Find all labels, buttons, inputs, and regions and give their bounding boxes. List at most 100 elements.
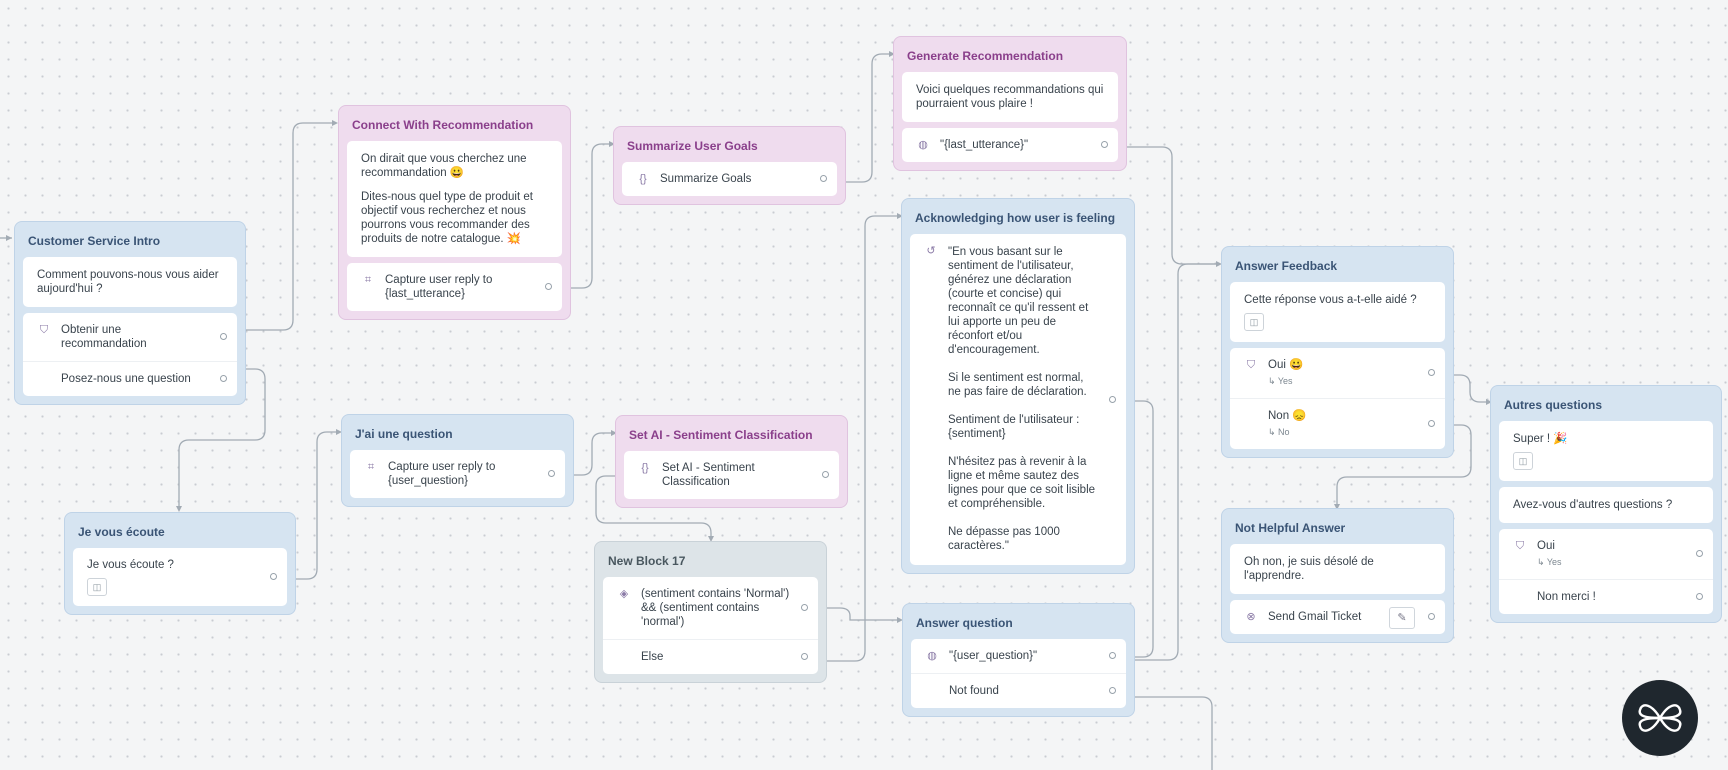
globe-icon: ◍ xyxy=(918,139,928,151)
output-port[interactable] xyxy=(1428,420,1435,427)
message-text: Comment pouvons-nous vous aider aujourd'… xyxy=(37,269,219,295)
block-acknowledging-feeling[interactable]: Acknowledging how user is feeling ↺ "En … xyxy=(901,198,1135,574)
block-generate-recommendation[interactable]: Generate Recommendation Voici quelques r… xyxy=(893,36,1127,171)
prompt-paragraph: N'hésitez pas à revenir à la ligne et mê… xyxy=(948,456,1096,510)
ai-prompt-step[interactable]: ↺ "En vous basant sur le sentiment de l'… xyxy=(910,234,1126,565)
block-new-block-17[interactable]: New Block 17 ◈ (sentiment contains 'Norm… xyxy=(594,541,827,683)
action-label: Send Gmail Ticket xyxy=(1268,611,1362,623)
output-port[interactable] xyxy=(1109,395,1116,403)
choice-ask-question[interactable]: Posez-nous une question xyxy=(23,361,237,396)
output-port[interactable] xyxy=(220,333,227,340)
message-card: Je vous écoute ? ◫ xyxy=(73,548,287,606)
media-icon[interactable]: ◫ xyxy=(1513,452,1533,470)
else-path[interactable]: Else xyxy=(603,639,818,674)
message-text: Cette réponse vous a-t-elle aidé ? xyxy=(1244,294,1417,306)
prompt-text: "En vous basant sur le sentiment de l'ut… xyxy=(948,245,1098,553)
block-title: Set AI - Sentiment Classification xyxy=(629,428,813,442)
output-port[interactable] xyxy=(1101,141,1108,148)
output-port[interactable] xyxy=(1109,687,1116,694)
choice-yes[interactable]: ⛉ Oui 😀 ↳ Yes xyxy=(1230,348,1445,398)
block-title: Customer Service Intro xyxy=(28,234,161,248)
block-set-ai-sentiment[interactable]: Set AI - Sentiment Classification {} Set… xyxy=(615,415,848,508)
capture-icon: ⌗ xyxy=(367,461,375,473)
app-logo-icon xyxy=(1638,704,1682,732)
output-step[interactable]: ◍ "{user_question}" xyxy=(911,639,1126,673)
block-not-helpful-answer[interactable]: Not Helpful Answer Oh non, je suis désol… xyxy=(1221,508,1454,643)
not-found-label: Not found xyxy=(949,685,999,697)
choice-intent: ↳ No xyxy=(1268,427,1290,437)
block-title: Not Helpful Answer xyxy=(1235,521,1346,535)
not-found-path[interactable]: Not found xyxy=(911,673,1126,708)
message-text: Voici quelques recommandations qui pourr… xyxy=(916,84,1104,110)
block-jai-une-question[interactable]: J'ai une question ⌗ Capture user reply t… xyxy=(341,414,574,507)
condition-step[interactable]: ◈ (sentiment contains 'Normal') && (sent… xyxy=(603,577,818,639)
choice-label: Non 😞 xyxy=(1268,410,1307,422)
output-port[interactable] xyxy=(822,471,829,478)
settings-icon[interactable] xyxy=(1428,613,1435,620)
output-port[interactable] xyxy=(820,175,827,182)
block-title: Answer question xyxy=(916,616,1013,630)
output-port[interactable] xyxy=(801,604,808,611)
output-step[interactable]: ◍ "{last_utterance}" xyxy=(902,128,1118,162)
media-icon[interactable]: ◫ xyxy=(1244,313,1264,331)
block-autres-questions[interactable]: Autres questions Super ! 🎉 ◫ Avez-vous d… xyxy=(1490,385,1722,623)
output-port[interactable] xyxy=(1696,550,1703,557)
output-port[interactable] xyxy=(801,653,808,660)
block-customer-service-intro[interactable]: Customer Service Intro Comment pouvons-n… xyxy=(14,221,246,405)
output-port[interactable] xyxy=(545,283,552,290)
prompt-paragraph: Ne dépasse pas 1000 caractères." xyxy=(948,526,1060,552)
choice-icon: ⛉ xyxy=(1246,359,1256,371)
message-text: Avez-vous d'autres questions ? xyxy=(1513,499,1673,511)
block-je-vous-ecoute[interactable]: Je vous écoute Je vous écoute ? ◫ xyxy=(64,512,296,615)
block-answer-feedback[interactable]: Answer Feedback Cette réponse vous a-t-e… xyxy=(1221,246,1454,458)
globe-icon: ◍ xyxy=(927,650,937,662)
step-label: Set AI - Sentiment Classification xyxy=(662,462,755,488)
choice-no-thanks[interactable]: Non merci ! xyxy=(1499,579,1713,614)
output-label: "{user_question}" xyxy=(949,650,1038,662)
block-connect-with-recommendation[interactable]: Connect With Recommendation On dirait qu… xyxy=(338,105,571,320)
summarize-step[interactable]: {} Summarize Goals xyxy=(622,162,837,196)
prompt-paragraph: Si le sentiment est normal, ne pas faire… xyxy=(948,372,1087,398)
prompt-paragraph: "En vous basant sur le sentiment de l'ut… xyxy=(948,246,1089,356)
choice-icon: ⛉ xyxy=(1515,540,1525,552)
block-answer-question[interactable]: Answer question ◍ "{user_question}" Not … xyxy=(902,603,1135,717)
block-title: Acknowledging how user is feeling xyxy=(915,211,1116,225)
message-card: Super ! 🎉 ◫ xyxy=(1499,421,1713,481)
message-text: Oh non, je suis désolé de l'apprendre. xyxy=(1244,556,1374,582)
choice-label: Obtenir une recommandation xyxy=(61,324,147,350)
message-card: Cette réponse vous a-t-elle aidé ? ◫ xyxy=(1230,282,1445,342)
edit-icon[interactable]: ✎ xyxy=(1389,607,1415,629)
output-label: "{last_utterance}" xyxy=(940,139,1029,151)
else-label: Else xyxy=(641,651,664,663)
choice-yes[interactable]: ⛉ Oui ↳ Yes xyxy=(1499,529,1713,579)
block-title: Autres questions xyxy=(1504,398,1603,412)
choice-intent: ↳ Yes xyxy=(1537,557,1562,567)
output-port[interactable] xyxy=(270,573,277,580)
media-icon[interactable]: ◫ xyxy=(87,578,107,596)
choice-no[interactable]: Non 😞 ↳ No xyxy=(1230,398,1445,449)
output-port[interactable] xyxy=(1696,593,1703,600)
output-port[interactable] xyxy=(548,470,555,477)
variable-icon: {} xyxy=(639,173,647,185)
block-summarize-user-goals[interactable]: Summarize User Goals {} Summarize Goals xyxy=(613,126,846,205)
choice-get-recommendation[interactable]: ⛉ Obtenir une recommandation xyxy=(23,313,237,361)
ai-icon: ↺ xyxy=(926,245,936,257)
capture-label: Capture user reply to {last_utterance} xyxy=(385,274,493,300)
app-logo-button[interactable] xyxy=(1622,680,1698,756)
capture-label: Capture user reply to {user_question} xyxy=(388,461,496,487)
choice-label: Oui 😀 xyxy=(1268,359,1304,371)
block-title: Generate Recommendation xyxy=(907,49,1064,63)
capture-icon: ⌗ xyxy=(364,274,372,286)
set-ai-step[interactable]: {} Set AI - Sentiment Classification xyxy=(624,451,839,499)
output-port[interactable] xyxy=(220,375,227,382)
capture-step[interactable]: ⌗ Capture user reply to {user_question} xyxy=(350,450,565,498)
variable-icon: {} xyxy=(641,462,649,474)
choice-intent: ↳ Yes xyxy=(1268,376,1293,386)
gmail-action-step[interactable]: ⊗ Send Gmail Ticket ✎ xyxy=(1230,600,1445,634)
choice-label: Posez-nous une question xyxy=(61,373,191,385)
capture-step[interactable]: ⌗ Capture user reply to {last_utterance} xyxy=(347,263,562,311)
output-port[interactable] xyxy=(1109,652,1116,659)
block-title: New Block 17 xyxy=(608,554,686,568)
output-port[interactable] xyxy=(1428,369,1435,376)
